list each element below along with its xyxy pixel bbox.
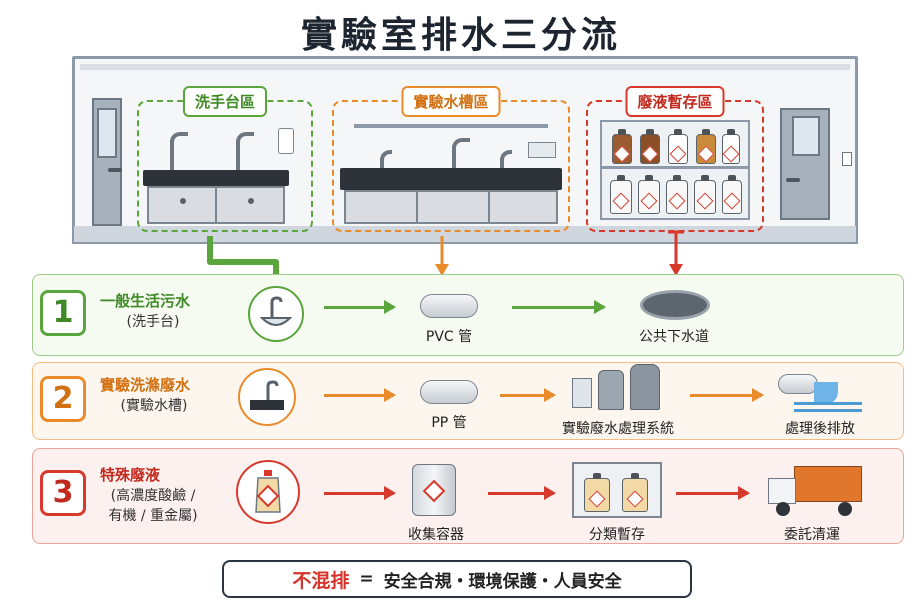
row-3-arrow-2 [488,486,556,500]
sewer-manhole-icon [640,290,710,320]
treatment-tank [598,370,624,410]
zone-handwash: 洗手台區 [137,86,313,232]
right-door-handle [786,178,800,182]
waste-truck-icon [768,466,864,518]
waste-bottle-icon [696,129,716,164]
truck-wheel [838,502,852,516]
row-3-number: 3 [40,470,86,516]
waste-bottle-icon [722,175,742,214]
waste-bottle-icon [640,129,660,164]
zone-sink-label: 實驗水槽區 [401,86,501,117]
hazard-diamond [422,479,446,503]
water-waves [794,402,862,412]
row-3-subtitle-line-1: (高濃度酸鹼 / [110,488,196,504]
row-2-arrow-2 [500,388,556,402]
truck-wheel [776,502,790,516]
sink-svg [250,380,284,410]
hazard-bottle-svg [255,470,281,513]
row-2-arrow-1 [324,388,396,402]
outfall-pipe [778,374,818,394]
stream-row-3 [32,448,904,544]
cabinet-shelf [602,166,748,169]
wall-switch-icon [842,152,852,166]
footer-lead: 不混排 [292,569,350,592]
row-2-title: 實驗洗滌廢水 [100,376,191,394]
storage-bottle [584,473,610,512]
cabinet-knob [180,198,186,204]
faucet-stem [170,140,174,170]
left-door-handle [108,168,122,172]
waste-bottle-icon [694,175,716,214]
row-3-step-2-label: 分類暫存 [589,527,645,543]
handwash-basin-icon [248,286,304,342]
row-1-number: 1 [40,290,86,336]
cabinet-divider [215,188,217,222]
truck-cargo [794,466,862,502]
waste-bottle-icon [666,175,688,214]
room-ceiling [80,64,850,70]
row-3-step-1-label: 收集容器 [408,527,464,543]
zone-handwash-label: 洗手台區 [182,86,268,117]
row-1-arrow-2 [512,300,606,314]
sink-counter-top [340,168,562,190]
hazardous-liquid-icon [236,460,300,524]
waste-bottle-icon [722,129,740,164]
row-2-subtitle: (實驗水槽) [120,398,188,414]
waste-bottle-icon [668,129,688,164]
reagent-shelf [354,124,548,128]
cabinet-knob [248,198,254,204]
row-3-arrow-1 [324,486,396,500]
control-panel [572,378,592,408]
faucet-stem [236,140,240,170]
handwash-counter-top [143,170,289,186]
row-3-step-3-label: 委託清運 [784,527,840,543]
cabinet-divider [488,192,490,222]
row-2-arrow-3 [690,388,764,402]
row-1-step-2-label: 公共下水道 [639,329,709,345]
basin-svg [259,296,293,326]
storage-bottle [622,473,648,512]
right-door-window [792,116,820,156]
waste-bottle-icon [610,175,632,214]
lab-sink-icon [238,368,296,426]
row-2-step-2-label: 實驗廢水處理系統 [562,421,674,437]
faucet-icon [380,150,392,168]
truck-cab [768,478,796,504]
footer-text: 安全合規・環境保護・人員安全 [383,571,622,592]
row-2-step-1-label: PP 管 [431,415,467,431]
row-1-arrow-1 [324,300,396,314]
row-2-number: 2 [40,376,86,422]
zone-waste-label: 廢液暫存區 [625,86,725,117]
sorted-storage-cabinet-icon [572,462,662,518]
sink-cabinet [344,190,558,224]
row-1-subtitle: (洗手台) [126,314,180,330]
page-title: 實驗室排水三分流 [300,15,621,56]
left-door-window [97,108,117,158]
pvc-pipe-icon [420,294,478,318]
row-2-step-3-label: 處理後排放 [785,421,855,437]
collection-drum-icon [412,464,456,516]
water-stream [814,382,838,404]
row-3-subtitle-line-2: 有機 / 重金屬) [108,508,198,524]
treatment-tank [630,364,660,410]
row-3-title: 特殊廢液 [100,466,161,484]
row-1-step-1-label: PVC 管 [425,329,473,345]
waste-bottle-icon [638,175,660,214]
discharge-outfall-icon [778,370,862,414]
footer-equals: = [359,569,374,589]
soap-dispenser-icon [278,128,294,154]
cabinet-divider [416,192,418,222]
test-tube-rack-icon [528,142,556,158]
row-3-arrow-3 [676,486,750,500]
footer-banner: 不混排 = 安全合規・環境保護・人員安全 [222,560,692,598]
row-1-title: 一般生活污水 [100,292,191,310]
faucet-icon [500,150,512,168]
wastewater-treatment-system-icon [572,364,664,412]
faucet-stem [452,146,456,168]
zone-sink: 實驗水槽區 [332,86,570,232]
pp-pipe-icon [420,380,478,404]
waste-bottle-icon [612,129,632,164]
